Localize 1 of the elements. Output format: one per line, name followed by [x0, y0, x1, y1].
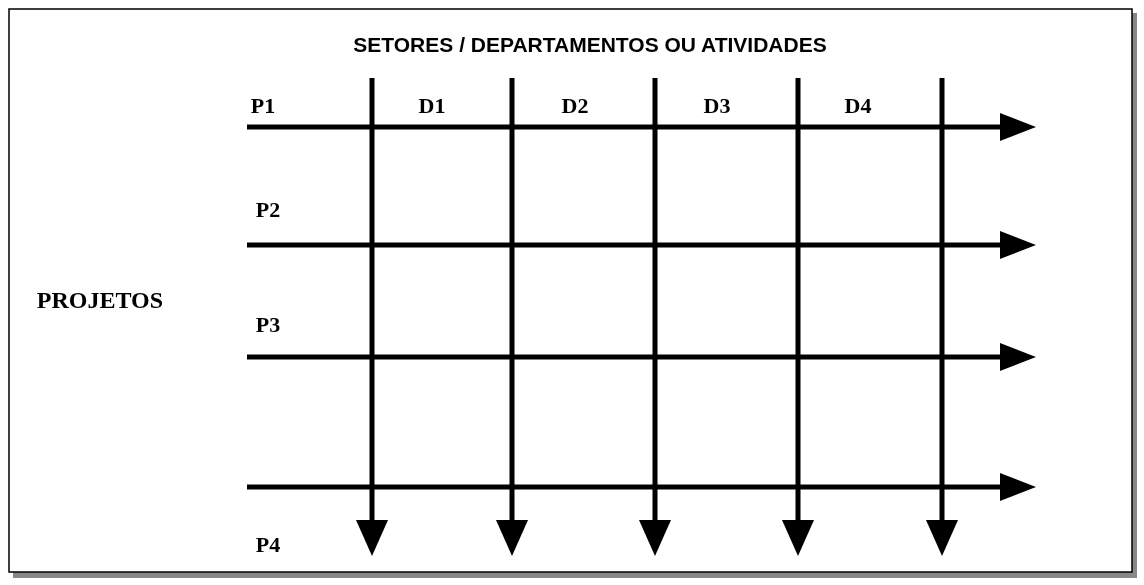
title: SETORES / DEPARTAMENTOS OU ATIVIDADES: [353, 33, 827, 57]
